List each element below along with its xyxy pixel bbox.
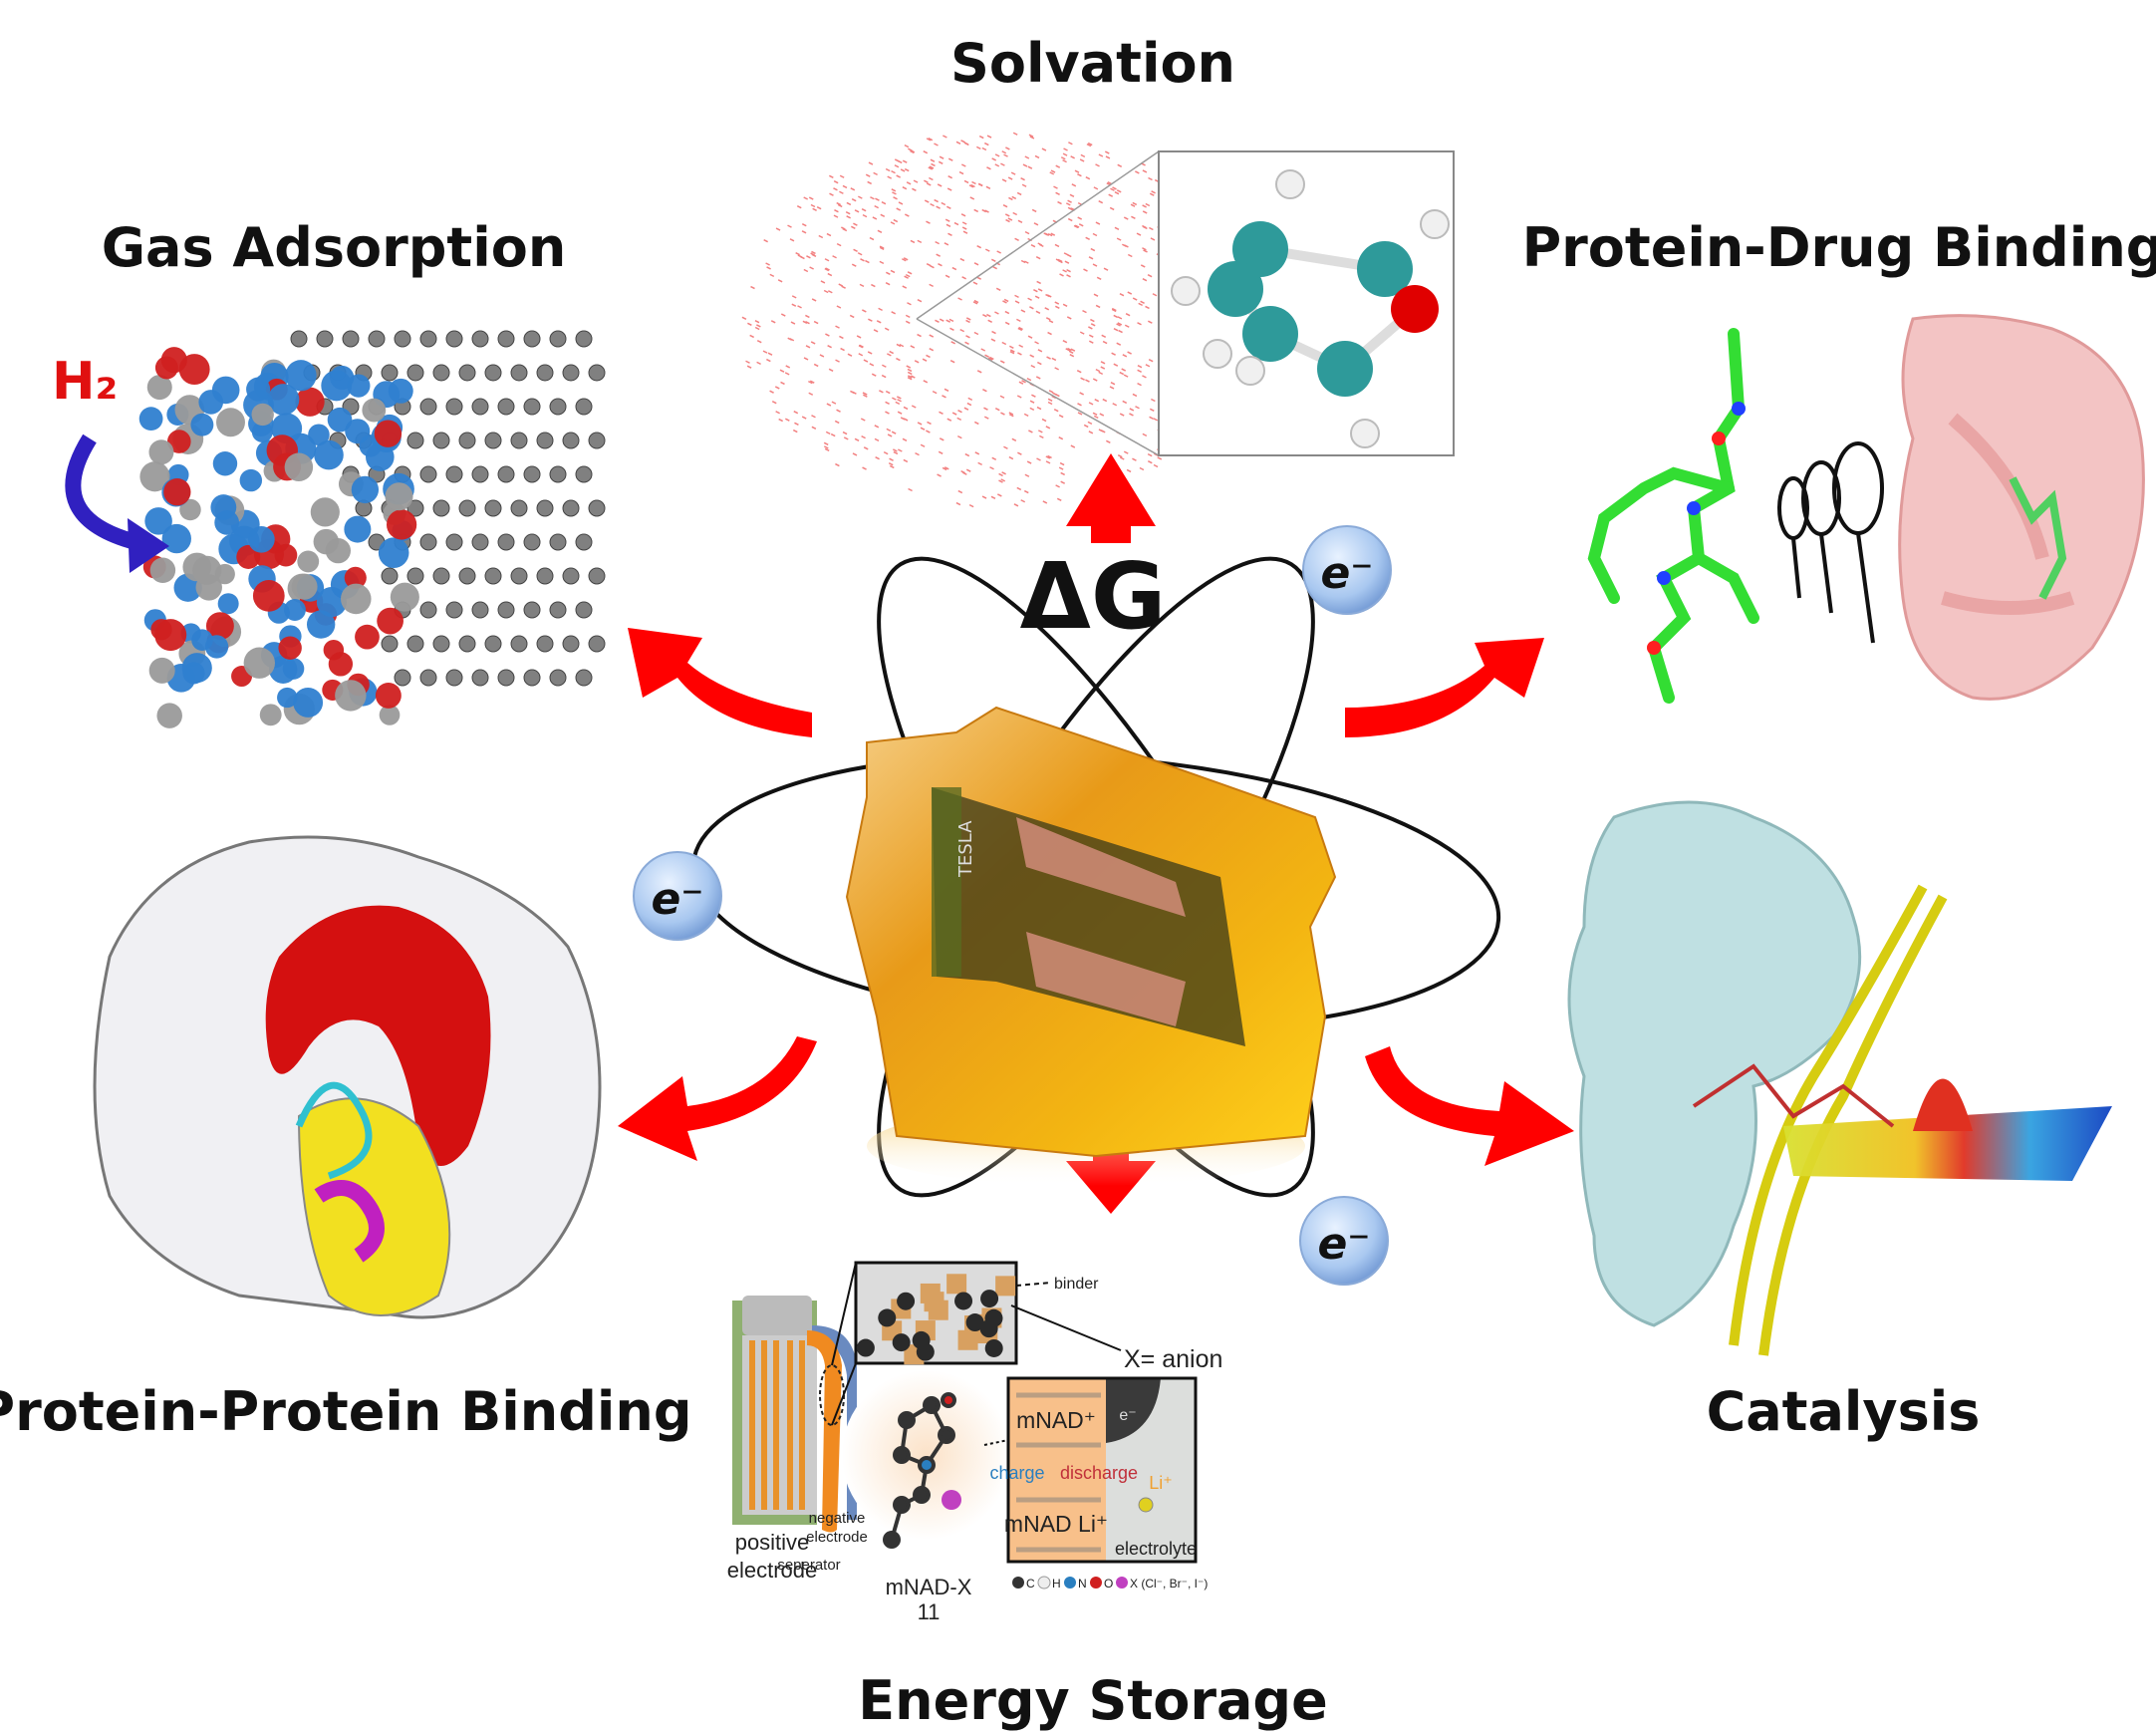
- binding-interface: [265, 905, 491, 1166]
- arrow-upper-left: [628, 628, 812, 737]
- compound-number: 11: [918, 1599, 941, 1624]
- magnifier-icons: [1777, 441, 1884, 644]
- separator-label: seperator: [777, 1557, 840, 1574]
- water-box: [741, 132, 1259, 508]
- title-gas-adsorption: Gas Adsorption: [102, 216, 567, 279]
- arrow-lower-right: [1365, 1046, 1574, 1166]
- electrolyte-label: electrolyte: [1115, 1539, 1197, 1559]
- svg-text:H: H: [1052, 1577, 1061, 1591]
- title-catalysis: Catalysis: [1707, 1380, 1981, 1443]
- protein-drug-panel: [1587, 314, 2145, 704]
- svg-text:C: C: [1026, 1577, 1035, 1591]
- negative-electrode-label-1: negative: [809, 1510, 866, 1527]
- solute-molecule: [1171, 169, 1450, 448]
- enzyme-surface: [1567, 800, 1862, 1327]
- drug-molecule: [1587, 328, 1759, 704]
- arrow-lower-left: [618, 1036, 817, 1161]
- delta-g-label: ΔG: [1020, 543, 1167, 650]
- graphene-sheet: [290, 330, 606, 687]
- arrow-up: [1066, 453, 1156, 543]
- discharge-label: discharge: [1060, 1463, 1138, 1483]
- mnad-li-label: mNAD Li⁺: [1004, 1511, 1108, 1537]
- mof-cluster: [138, 347, 419, 728]
- mnad-molecule: [883, 1392, 961, 1549]
- catalysis-panel: [1567, 800, 2112, 1356]
- battery-cell: [732, 1296, 857, 1533]
- bound-ligand: [2009, 476, 2067, 600]
- title-energy-storage: Energy Storage: [858, 1669, 1327, 1732]
- svg-text:e⁻: e⁻: [1320, 548, 1373, 599]
- li-plus-label: Li⁺: [1149, 1473, 1173, 1493]
- gpu-label: TESLA: [955, 820, 976, 878]
- h2-label: H₂: [52, 352, 118, 412]
- svg-text:e⁻: e⁻: [651, 874, 703, 925]
- svg-text:N: N: [1078, 1577, 1087, 1591]
- binder-label: binder: [1054, 1276, 1099, 1293]
- electron-1: e⁻: [1302, 525, 1392, 615]
- title-protein-protein-binding: Protein-Protein Binding: [0, 1380, 691, 1443]
- svg-text:e⁻: e⁻: [1317, 1219, 1370, 1270]
- adsorption-arrow: [65, 434, 141, 551]
- title-protein-drug-binding: Protein-Drug Binding: [1522, 216, 2156, 279]
- electron-3: e⁻: [1299, 1196, 1389, 1286]
- svg-text:X (Cl⁻, Br⁻, I⁻): X (Cl⁻, Br⁻, I⁻): [1130, 1577, 1208, 1591]
- positive-electrode-label-1: positive: [735, 1530, 810, 1555]
- mnad-plus-label: mNAD⁺: [1016, 1407, 1096, 1433]
- protein-protein-panel: [93, 835, 602, 1319]
- arrow-upper-right: [1345, 638, 1544, 737]
- dna-helix: [1729, 884, 1928, 1346]
- mechanism-box: [1006, 1376, 1198, 1564]
- svg-text:O: O: [1104, 1577, 1113, 1591]
- title-solvation: Solvation: [950, 32, 1235, 95]
- charge-label: charge: [989, 1463, 1044, 1483]
- gas-adsorption-panel: H₂: [52, 330, 606, 728]
- solvation-panel: [741, 132, 1455, 508]
- positive-electrode-label-2: electrode: [727, 1558, 818, 1583]
- mnad-x-label: mNAD-X: [886, 1575, 972, 1599]
- electron-2: e⁻: [633, 851, 722, 941]
- electron-label: e⁻: [1119, 1407, 1136, 1424]
- protein-surface: [93, 835, 602, 1319]
- atom-legend: C H N O X (Cl⁻, Br⁻, I⁻): [1012, 1576, 1208, 1591]
- energy-surface: [1783, 1106, 2112, 1181]
- x-anion-label: X= anion: [1124, 1345, 1222, 1373]
- energy-storage-panel: binder X= anion positive electrode negat…: [727, 1261, 1222, 1624]
- gpu-crystal: TESLA: [845, 706, 1337, 1186]
- negative-electrode-label-2: electrode: [806, 1529, 868, 1546]
